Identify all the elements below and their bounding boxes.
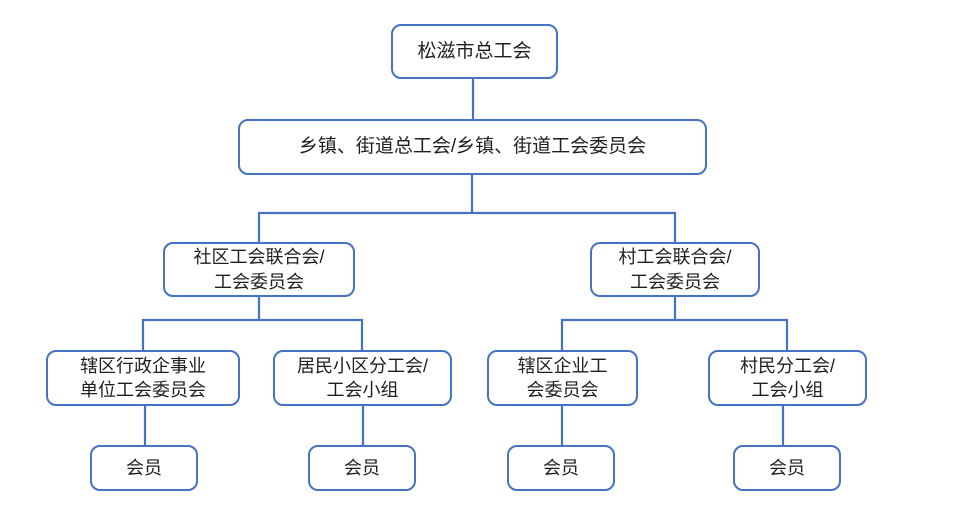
org-node-residential-subdivision-union: 居民小区分工会/ 工会小组 bbox=[273, 350, 452, 406]
org-node-district-admin-enterprise-units: 辖区行政企事业 单位工会委员会 bbox=[46, 350, 240, 406]
org-node-community-union-federation: 社区工会联合会/ 工会委员会 bbox=[163, 242, 355, 297]
org-node-village-union-federation: 村工会联合会/ 工会委员会 bbox=[590, 242, 760, 297]
org-node-member-1: 会员 bbox=[90, 445, 198, 491]
org-node-city-federation: 松滋市总工会 bbox=[391, 24, 558, 79]
org-node-villager-sub-union: 村民分工会/ 工会小组 bbox=[708, 350, 867, 406]
org-node-township-street-union: 乡镇、街道总工会/乡镇、街道工会委员会 bbox=[238, 119, 707, 175]
org-node-member-4: 会员 bbox=[733, 445, 841, 491]
org-node-member-2: 会员 bbox=[308, 445, 416, 491]
org-node-member-3: 会员 bbox=[507, 445, 615, 491]
org-node-district-enterprise-union: 辖区企业工 会委员会 bbox=[487, 350, 638, 406]
